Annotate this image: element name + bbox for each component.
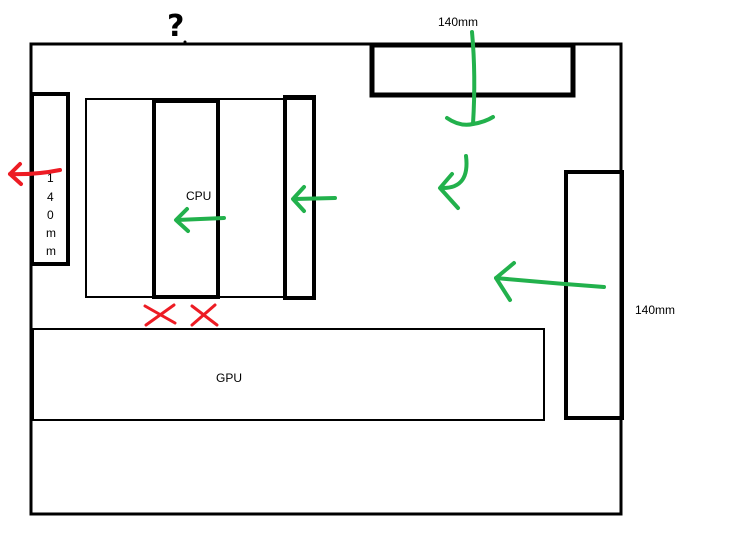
- question-dot: [183, 40, 187, 44]
- cpu-label: CPU: [186, 189, 211, 203]
- top-fan-label: 140mm: [438, 15, 478, 29]
- airflow-into-cooler-arrow-icon: [291, 185, 337, 213]
- rear-fan-label-char: m: [46, 244, 56, 258]
- airflow-through-cpu-arrow-icon: [174, 207, 226, 233]
- right-fan-label: 140mm: [635, 303, 675, 317]
- gpu-label: GPU: [216, 371, 242, 385]
- rear-fan: [30, 92, 70, 266]
- airflow-curve-arrow-icon: [438, 154, 469, 210]
- exhaust-arrow-icon: [8, 162, 62, 186]
- case-outline: [29, 42, 623, 516]
- airflow-intake-arrow-icon: [494, 261, 606, 302]
- blocked-x-icon: [143, 303, 177, 327]
- right-fan: [564, 170, 624, 420]
- rear-fan-label-char: 0: [47, 208, 54, 222]
- blocked-x-icon: [190, 303, 219, 327]
- cpu-cooler-fan-center: [152, 99, 220, 299]
- rear-fan-label-char: m: [46, 226, 56, 240]
- rear-fan-label: 1 4 0 m m: [46, 171, 56, 258]
- rear-fan-label-char: 1: [47, 171, 54, 185]
- airflow-down-arrow-icon: [445, 30, 495, 127]
- rear-fan-label-char: 4: [47, 190, 54, 204]
- question-mark: ?: [167, 9, 184, 44]
- gpu: [32, 328, 545, 421]
